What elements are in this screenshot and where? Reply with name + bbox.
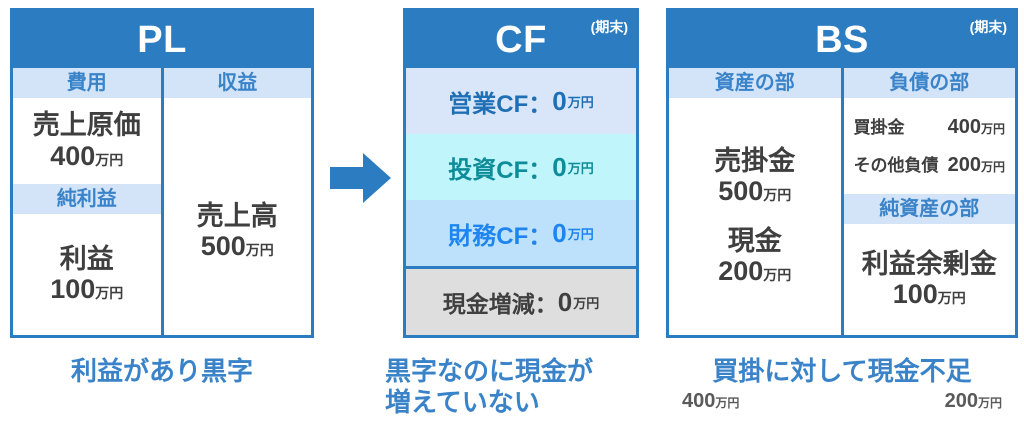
bs-receivables-item: 売掛金 500万円 <box>714 146 795 207</box>
pl-profit-label: 利益 <box>59 243 114 274</box>
bs-payables-value: 400 <box>947 116 981 138</box>
bs-caption-sub-left: 400万円 <box>682 389 739 413</box>
bs-assets-cell: 売掛金 500万円 現金 200万円 <box>669 98 841 335</box>
cf-title: CF <box>495 18 547 61</box>
pl-cost-of-sales-value: 400 <box>50 140 96 171</box>
pl-sales-unit: 万円 <box>245 242 274 259</box>
pl-caption: 利益があり黒字 <box>10 356 314 387</box>
cf-header: CF (期末) <box>406 11 636 68</box>
cf-caption-line1: 黒字なのに現金が <box>385 356 594 386</box>
bs-other-liabilities-label: その他負債 <box>853 156 939 175</box>
pl-caption-text: 利益があり黒字 <box>70 356 253 386</box>
pl-title: PL <box>137 18 187 61</box>
pl-cost-of-sales-amount: 400万円 <box>50 141 123 172</box>
bs-liabilities-header: 負債の部 <box>843 68 1015 98</box>
bs-other-liabilities-amount: 200万円 <box>948 146 1005 184</box>
bs-assets-header: 資産の部 <box>669 68 841 98</box>
pl-sales-amount: 500万円 <box>201 231 274 262</box>
pl-sales-cell: 売上高 500万円 <box>163 128 311 335</box>
cf-net-change-label: 現金増減： <box>442 291 558 317</box>
bs-payables-amount: 400万円 <box>948 108 1005 146</box>
cf-operating-value: 0 <box>552 85 567 116</box>
bs-cash-value: 200 <box>718 255 764 286</box>
bs-payables-label: 買掛金 <box>853 118 905 137</box>
pl-revenue-column: 収益 売上高 500万円 <box>163 68 311 335</box>
bs-payables-unit: 万円 <box>980 122 1005 136</box>
bs-caption-sub-right-unit: 万円 <box>977 396 1002 411</box>
pl-net-profit-header: 純利益 <box>13 184 161 214</box>
pl-body: 費用 売上原価 400万円 純利益 利益 100万円 収益 <box>13 68 311 335</box>
bs-panel: BS (期末) 資産の部 売掛金 500万円 現金 200万円 <box>666 8 1018 338</box>
cf-operating-unit: 万円 <box>567 94 594 110</box>
pl-sales-label: 売上高 <box>196 200 278 231</box>
cf-period-label: (期末) <box>590 19 628 35</box>
bs-payables-row: 買掛金 400万円 <box>854 108 1006 146</box>
flow-arrow-icon <box>330 150 392 206</box>
pl-profit-unit: 万円 <box>95 285 124 302</box>
bs-assets-column: 資産の部 売掛金 500万円 現金 200万円 <box>669 68 844 335</box>
cf-investing-unit: 万円 <box>567 160 594 176</box>
bs-caption: 買掛に対して現金不足 400万円 200万円 <box>660 356 1024 413</box>
pl-revenue-header: 収益 <box>163 68 311 98</box>
bs-retained-earnings-value: 100 <box>892 279 938 310</box>
cf-financing-value: 0 <box>552 217 567 248</box>
bs-other-liabilities-row: その他負債 200万円 <box>854 146 1006 184</box>
bs-receivables-unit: 万円 <box>763 187 792 204</box>
bs-retained-earnings-unit: 万円 <box>937 290 966 307</box>
cf-operating-label: 営業CF： <box>448 90 553 118</box>
bs-caption-sub-right: 200万円 <box>945 389 1002 413</box>
cf-caption: 黒字なのに現金が 増えていない <box>385 356 645 418</box>
pl-cost-of-sales-label: 売上原価 <box>32 110 141 141</box>
bs-cash-item: 現金 200万円 <box>718 226 791 287</box>
pl-expense-header: 費用 <box>13 68 161 98</box>
bs-receivables-label: 売掛金 <box>714 146 796 177</box>
bs-caption-sub-left-unit: 万円 <box>715 396 740 411</box>
bs-cash-unit: 万円 <box>763 266 792 283</box>
cf-net-change-unit: 万円 <box>573 295 600 311</box>
cf-investing-label: 投資CF： <box>448 156 553 184</box>
bs-caption-text: 買掛に対して現金不足 <box>712 356 972 386</box>
pl-cost-of-sales-cell: 売上原価 400万円 <box>13 98 161 184</box>
cf-net-change-value: 0 <box>557 286 573 317</box>
bs-title: BS <box>815 18 869 61</box>
bs-retained-earnings-amount: 100万円 <box>893 279 966 310</box>
bs-liabilities-column: 負債の部 買掛金 400万円 その他負債 200万円 純資産の部 利益余剰金 1 <box>843 68 1015 335</box>
bs-body: 資産の部 売掛金 500万円 現金 200万円 <box>669 68 1015 335</box>
bs-liabilities-cell: 買掛金 400万円 その他負債 200万円 <box>843 98 1015 194</box>
cf-investing-value: 0 <box>552 151 567 182</box>
cf-caption-line2: 増えていない <box>385 387 540 418</box>
pl-cost-of-sales-unit: 万円 <box>95 151 124 168</box>
bs-header: BS (期末) <box>669 11 1015 68</box>
pl-revenue-spacer <box>163 98 311 128</box>
cf-financing-label: 財務CF： <box>448 222 553 250</box>
bs-receivables-amount: 500万円 <box>714 176 795 207</box>
pl-profit-amount: 100万円 <box>50 274 123 305</box>
bs-retained-earnings-cell: 利益余剰金 100万円 <box>843 224 1015 335</box>
bs-caption-sub-right-value: 200 <box>944 390 978 413</box>
pl-expense-column: 費用 売上原価 400万円 純利益 利益 100万円 <box>13 68 164 335</box>
bs-other-liabilities-value: 200 <box>947 154 981 176</box>
bs-cash-amount: 200万円 <box>718 256 791 287</box>
bs-other-liabilities-unit: 万円 <box>980 160 1005 174</box>
bs-receivables-value: 500 <box>718 176 764 207</box>
bs-retained-earnings-label: 利益余剰金 <box>861 248 997 279</box>
pl-profit-value: 100 <box>50 274 96 305</box>
pl-profit-cell: 利益 100万円 <box>13 214 161 335</box>
bs-period-label: (期末) <box>969 19 1007 35</box>
bs-caption-sub-left-value: 400 <box>682 390 716 413</box>
cf-financing-unit: 万円 <box>567 226 594 242</box>
bs-cash-label: 現金 <box>727 225 782 256</box>
bs-caption-subvalues: 400万円 200万円 <box>660 389 1024 413</box>
pl-header: PL <box>13 11 311 68</box>
bs-net-assets-header: 純資産の部 <box>843 194 1015 224</box>
pl-panel: PL 費用 売上原価 400万円 純利益 利益 100万円 <box>10 8 314 338</box>
pl-sales-value: 500 <box>200 231 246 262</box>
